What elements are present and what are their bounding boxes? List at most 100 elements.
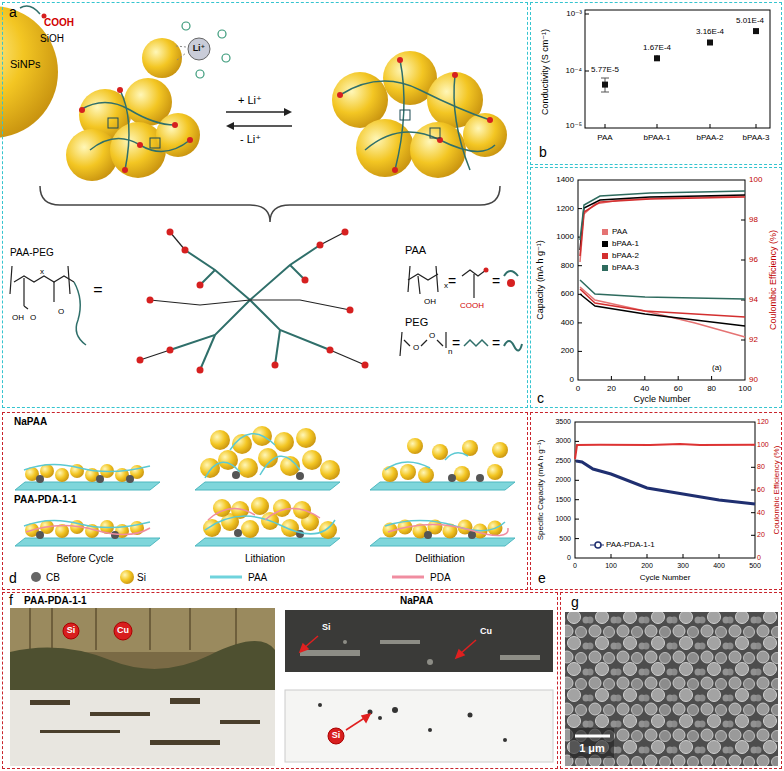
tick-label: 2000: [555, 476, 571, 484]
chem-group: O: [30, 314, 36, 323]
tick-label: 0: [567, 554, 571, 562]
circle-text: Si: [332, 731, 341, 741]
legend-swatch: [602, 229, 608, 235]
chem-group: SiOH: [40, 33, 64, 44]
tick-label: 0: [570, 376, 574, 385]
tick-label: 1400: [556, 176, 574, 185]
tick-label: 100: [749, 176, 762, 185]
equals-sign: =: [93, 281, 102, 299]
chem-group: O: [58, 308, 64, 317]
chem-group: OH: [12, 314, 24, 323]
circle-text: Si: [67, 626, 76, 636]
tick-label: 92: [749, 336, 758, 345]
chem-group: COOH: [460, 302, 484, 311]
subscript: x: [40, 268, 44, 277]
tick-label: 0: [573, 562, 577, 570]
tick-label: bPAA-2: [697, 134, 724, 143]
panel-frame: c: [530, 167, 782, 408]
legend-text: bPAA-3: [612, 264, 639, 273]
tick-label: 60: [674, 385, 683, 394]
legend-text: PDA: [430, 572, 451, 583]
value-label: 5.01E-4: [736, 17, 764, 26]
circle-text: Li⁺: [193, 44, 206, 54]
tick-label: 10⁻³: [566, 10, 582, 19]
tick-label: PAA: [597, 134, 612, 143]
tick-label: 96: [749, 256, 758, 265]
row-title: PAA-PDA-1-1: [14, 494, 77, 505]
legend-text: bPAA-1: [612, 240, 639, 249]
circle-text: Cu: [117, 626, 129, 636]
chem-group: COOH: [44, 17, 74, 28]
tick-label: 400: [713, 562, 725, 570]
panel-frame: fSiCuSi: [2, 592, 558, 769]
stage-label: Lithiation: [245, 553, 285, 564]
panel-letter: b: [539, 145, 547, 160]
tick-label: 3500: [555, 418, 571, 426]
legend-text: Si: [137, 572, 146, 583]
equals-sign: =: [492, 336, 500, 351]
legend-swatch: [602, 253, 608, 259]
tick-label: bPAA-3: [743, 134, 770, 143]
panel-letter: c: [537, 391, 544, 406]
legend-text: bPAA-2: [612, 252, 639, 261]
value-label: 1.67E-4: [643, 44, 671, 53]
sample-title: NaPAA: [400, 595, 433, 606]
subscript: n: [448, 348, 452, 357]
tick-label: 90: [749, 376, 758, 385]
legend-text: CB: [46, 572, 60, 583]
polymer-name: PEG: [405, 316, 428, 328]
tick-label: 100: [605, 562, 617, 570]
tick-label: 94: [749, 296, 758, 305]
panel-letter: a: [9, 5, 17, 20]
marker-circle: Si: [327, 727, 345, 745]
chem-group: OH: [424, 298, 436, 307]
tick-label: 500: [559, 535, 571, 543]
particle-label: SiNPs: [10, 58, 41, 70]
axis-title: Cycle Number: [640, 574, 691, 583]
tick-label: bPAA-1: [644, 134, 671, 143]
tick-label: 20: [607, 385, 616, 394]
tick-label: 120: [757, 418, 769, 426]
panel-frame: aLi⁺: [2, 2, 528, 408]
tick-label: 1000: [556, 233, 574, 242]
equals-sign: =: [452, 336, 460, 351]
scale-bar-label: 1 μm: [579, 742, 605, 754]
tick-label: 100: [757, 441, 769, 449]
polymer-name: PAA: [405, 244, 426, 256]
panel-frame: b: [530, 2, 782, 165]
panel-letter: e: [538, 571, 546, 586]
stage-label: Before Cycle: [56, 553, 113, 564]
row-title: NaPAA: [14, 416, 47, 427]
tick-label: 0: [757, 554, 761, 562]
panel-frame: d: [2, 412, 528, 590]
tick-label: 10⁻⁴: [565, 67, 582, 76]
tick-label: 40: [640, 385, 649, 394]
axis-title: Cycle Number: [633, 395, 690, 405]
tick-label: 98: [749, 216, 758, 225]
tick-label: 600: [561, 290, 574, 299]
axis-title: Conductivity (S cm⁻¹): [541, 29, 551, 115]
tick-label: 0: [576, 385, 580, 394]
tick-label: 3000: [555, 438, 571, 446]
legend-text: PAA: [248, 572, 267, 583]
tick-label: 300: [677, 562, 689, 570]
axis-title: Capacity (mA h g⁻¹): [536, 240, 546, 319]
legend-text: PAA-PDA-1-1: [606, 541, 655, 550]
axis-title: Coulombic Efficiency (%): [769, 230, 779, 330]
tick-label: 80: [707, 385, 716, 394]
material-label: Cu: [480, 627, 492, 637]
legend-text: PAA: [612, 228, 627, 237]
tick-label: 200: [561, 347, 574, 356]
panel-frame: g: [560, 592, 782, 769]
value-label: 5.77E-5: [591, 66, 619, 75]
equals-sign: =: [448, 274, 456, 289]
lithium-ion: Li⁺: [187, 37, 211, 61]
tick-label: 400: [561, 318, 574, 327]
panel-frame: e: [530, 412, 782, 590]
axis-title: Coulombic Efficiency (%): [773, 446, 782, 535]
marker-circle: Cu: [113, 621, 133, 641]
chem-group: O: [429, 332, 435, 341]
